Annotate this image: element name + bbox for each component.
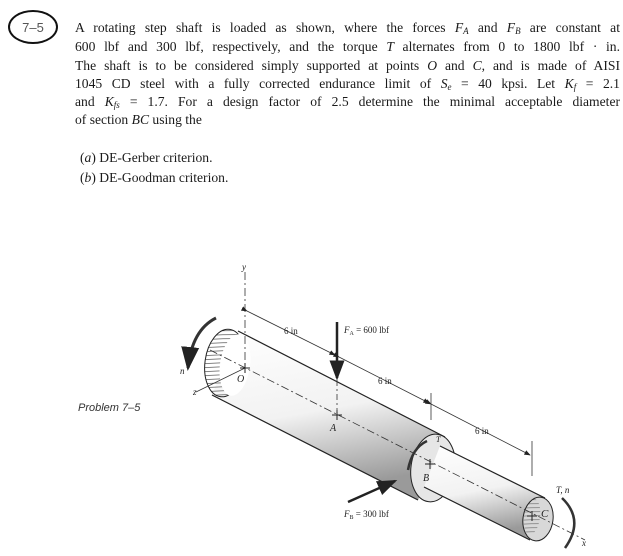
statement-line: 1045 CD steel with a fully corrected end… xyxy=(75,76,620,95)
small-shaft-section xyxy=(423,445,554,542)
statement-line: and Kfs = 1.7. For a design factor of 2.… xyxy=(75,94,620,113)
statement-line: of section BC using the xyxy=(75,112,620,128)
text-segment: and xyxy=(75,94,105,109)
point-b-label: B xyxy=(423,473,429,484)
text-segment: K xyxy=(564,76,574,91)
point-o-label: O xyxy=(237,374,244,385)
statement-line: (a) DE-Gerber criterion. xyxy=(80,150,623,166)
text-segment: b xyxy=(84,170,92,185)
text-segment: of section xyxy=(75,112,132,127)
point-a-label: A xyxy=(329,423,337,434)
rotation-n-arrow-left xyxy=(181,316,217,371)
dimension-ab-label: 6 in xyxy=(378,376,392,386)
subscript: f xyxy=(573,82,577,92)
text-segment: and xyxy=(468,20,507,35)
text-segment: 1045 CD steel with a fully corrected end… xyxy=(75,76,441,91)
figure-caption: Problem 7–5 xyxy=(78,402,141,414)
problem-number: 7–5 xyxy=(22,19,44,35)
text-segment: The shaft is to be considered simply sup… xyxy=(75,58,428,73)
text-segment: are constant at xyxy=(520,20,620,35)
text-segment: ( xyxy=(80,150,85,165)
y-axis-label: y xyxy=(241,262,246,272)
torque-arrow-c xyxy=(561,497,576,549)
text-segment: F xyxy=(506,20,516,35)
text-segment: K xyxy=(104,94,114,109)
z-axis-line xyxy=(195,367,246,393)
text-segment: = 2.1 xyxy=(576,76,620,91)
large-shaft-section xyxy=(204,328,446,501)
text-segment: ( xyxy=(80,170,85,185)
torque-tn-label: T, n xyxy=(556,485,570,495)
text-segment: 600 lbf and 300 lbf, respectively, and t… xyxy=(75,39,387,54)
text-segment: = 1.7. For a design factor of 2.5 determ… xyxy=(119,94,621,109)
force-a-label: FA = 600 lbf xyxy=(343,325,389,337)
subscript: B xyxy=(515,26,521,36)
text-segment: ) DE-Gerber criterion. xyxy=(91,150,213,165)
force-b-arrow xyxy=(347,479,398,504)
dimension-oa-label: 6 in xyxy=(284,326,298,336)
statement-line: The shaft is to be considered simply sup… xyxy=(75,58,620,74)
rotation-n-label: n xyxy=(180,366,185,376)
text-segment: C xyxy=(472,58,482,73)
text-segment: O xyxy=(427,58,438,73)
text-segment: = 40 kpsi. Let xyxy=(451,76,565,91)
problem-number-badge: 7–5 xyxy=(8,10,58,44)
z-axis-label: z xyxy=(192,387,197,397)
statement-line: (b) DE-Goodman criterion. xyxy=(80,170,623,186)
text-segment: T xyxy=(386,39,394,54)
text-segment: a xyxy=(84,150,92,165)
force-b-label: FB = 300 lbf xyxy=(343,509,389,521)
x-axis-centerline xyxy=(209,349,586,541)
statement-line: A rotating step shaft is loaded as shown… xyxy=(75,20,620,39)
text-segment: using the xyxy=(149,112,202,127)
text-segment: F xyxy=(454,20,464,35)
text-segment: BC xyxy=(131,112,150,127)
text-segment: A rotating step shaft is loaded as shown… xyxy=(75,20,455,35)
statement-line: 600 lbf and 300 lbf, respectively, and t… xyxy=(75,39,620,55)
text-segment: and xyxy=(437,58,473,73)
dimension-lines xyxy=(240,306,533,476)
text-segment: , and is made of AISI xyxy=(481,58,620,73)
dimension-bc-label: 6 in xyxy=(475,426,489,436)
subscript: fs xyxy=(113,100,120,110)
text-segment: ) DE-Goodman criterion. xyxy=(91,170,229,185)
point-markers xyxy=(240,363,537,521)
text-segment: alternates from 0 to 1800 lbf · in. xyxy=(393,39,620,54)
point-c-label: C xyxy=(541,508,549,520)
x-axis-label: x xyxy=(581,538,586,548)
subscript: e xyxy=(447,82,452,92)
subscript: A xyxy=(463,26,469,36)
torque-t-label: T xyxy=(436,435,441,444)
torque-arrow-b xyxy=(406,439,428,471)
text-segment: S xyxy=(440,76,448,91)
